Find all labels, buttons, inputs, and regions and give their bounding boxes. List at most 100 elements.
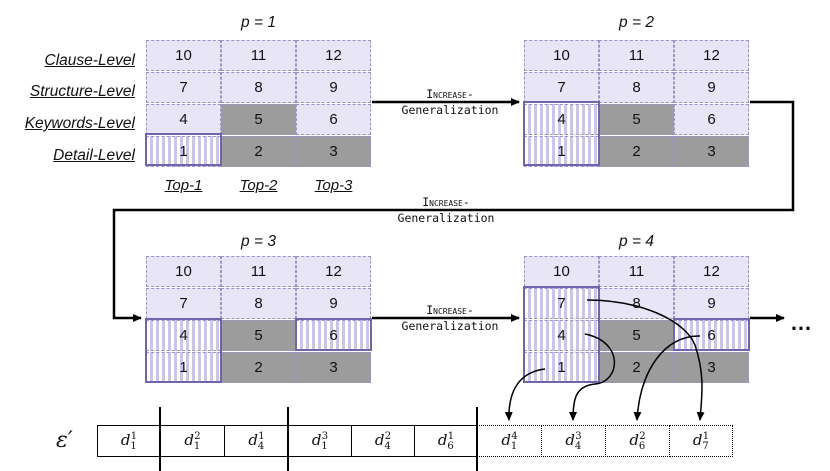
seq-symbol-sub: 4 xyxy=(257,440,265,452)
grid-cell-p4-clause-2: 11 xyxy=(599,256,674,287)
seq-symbol: d61 xyxy=(438,431,454,452)
seq-symbol-sup: 3 xyxy=(575,430,582,442)
grid-cell-p1-clause-2: 11 xyxy=(221,40,296,71)
seq-slot-8: d43 xyxy=(541,425,606,457)
panel-var: p xyxy=(619,233,628,250)
seq-symbol: d13 xyxy=(312,431,328,452)
seq-slot-3: d41 xyxy=(224,425,289,457)
grid-cell-p4-detail-3: 3 xyxy=(674,352,749,383)
row-label-clause: Clause-Level xyxy=(44,52,135,69)
panel-var: p xyxy=(241,233,250,250)
seq-symbol: d11 xyxy=(121,431,137,452)
seq-symbol-sup: 2 xyxy=(639,430,646,442)
grid-cell-p4-clause-3: 12 xyxy=(674,256,749,287)
seq-symbol-d: d xyxy=(692,430,703,449)
grid-cell-p2-structure-2: 8 xyxy=(599,72,674,103)
seq-symbol-sub: 1 xyxy=(321,440,328,452)
seq-symbol-sup: 2 xyxy=(384,430,392,442)
row-label-keywords: Keywords-Level xyxy=(24,115,135,132)
grid-cell-p3-keywords-2: 5 xyxy=(221,320,296,351)
increase-label-1: Increase- Generalization xyxy=(380,86,520,118)
grid-cell-p3-detail-2: 2 xyxy=(221,352,296,383)
grid-cell-p1-clause-1: 10 xyxy=(146,40,221,71)
seq-symbol-d: d xyxy=(501,430,511,449)
seq-symbol: d41 xyxy=(248,431,264,452)
grid-cell-p4-structure-1: 7 xyxy=(524,288,599,319)
seq-symbol-sup: 3 xyxy=(321,430,329,442)
seq-symbol-d: d xyxy=(629,430,639,449)
grid-cell-p4-keywords-2: 5 xyxy=(599,320,674,351)
seq-symbol-sub: 4 xyxy=(384,440,391,452)
grid-cell-p1-structure-3: 9 xyxy=(296,72,371,103)
arrow-cell1-to-slot7 xyxy=(504,368,546,421)
arrow-cell4-to-slot8 xyxy=(569,333,616,421)
grid-cell-p1-structure-2: 8 xyxy=(221,72,296,103)
grid-cell-p2-keywords-1: 4 xyxy=(524,104,599,135)
increase-line1: Increase- xyxy=(426,303,474,317)
grid-cell-p3-keywords-1: 4 xyxy=(146,320,221,351)
seq-symbol-sub: 1 xyxy=(193,440,201,452)
seq-symbol: d12 xyxy=(184,431,200,452)
panel-title-p2: p = 2 xyxy=(524,14,749,32)
row-label-structure: Structure-Level xyxy=(29,83,135,100)
grid-cell-p2-keywords-3: 6 xyxy=(674,104,749,135)
seq-slot-1: d11 xyxy=(97,425,161,457)
grid-cell-p1-structure-1: 7 xyxy=(146,72,221,103)
seq-symbol-sub: 4 xyxy=(574,440,582,452)
increase-label-2: Increase- Generalization xyxy=(376,194,516,226)
arrow-cell7-to-slot10 xyxy=(586,299,705,421)
grid-cell-p4-structure-3: 9 xyxy=(674,288,749,319)
seq-symbol-d: d xyxy=(311,430,322,449)
grid-cell-p2-clause-2: 11 xyxy=(599,40,674,71)
seq-slot-6: d61 xyxy=(414,425,478,457)
seq-symbol-sup: 1 xyxy=(258,430,265,442)
grid-cell-p2-structure-3: 9 xyxy=(674,72,749,103)
seq-symbol-sup: 4 xyxy=(511,430,518,442)
grid-cell-p4-keywords-1: 4 xyxy=(524,320,599,351)
seq-slot-4: d13 xyxy=(288,425,352,457)
panel-title-p3: p = 3 xyxy=(146,233,371,251)
seq-symbol: d43 xyxy=(565,431,581,452)
seq-symbol-sub: 6 xyxy=(638,440,646,452)
grid-cell-p2-keywords-2: 5 xyxy=(599,104,674,135)
col-label-top1: Top-1 xyxy=(164,177,203,194)
seq-slot-7: d14 xyxy=(477,425,542,457)
seq-slot-5: d42 xyxy=(351,425,415,457)
grid-cell-p4-structure-2: 8 xyxy=(599,288,674,319)
grid-cell-p3-keywords-3: 6 xyxy=(296,320,371,351)
increase-line2: Generalization xyxy=(401,103,499,117)
grid-cell-p3-clause-2: 11 xyxy=(221,256,296,287)
grid-cell-p2-clause-3: 12 xyxy=(674,40,749,71)
seq-symbol: d14 xyxy=(501,431,517,452)
grid-cell-p1-keywords-3: 6 xyxy=(296,104,371,135)
row-label-detail: Detail-Level xyxy=(53,147,135,164)
panel-title-p4: p = 4 xyxy=(524,233,749,251)
increase-label-3: Increase- Generalization xyxy=(380,302,520,334)
grid-cell-p2-detail-2: 2 xyxy=(599,136,674,167)
seq-symbol-sub: 1 xyxy=(130,440,137,452)
increase-line1: Increase- xyxy=(422,195,470,209)
grid-cell-p1-keywords-2: 5 xyxy=(221,104,296,135)
seq-symbol-sup: 1 xyxy=(130,430,138,442)
seq-symbol-sub: 7 xyxy=(702,440,709,452)
grid-cell-p1-detail-3: 3 xyxy=(296,136,371,167)
seq-symbol-d: d xyxy=(565,430,575,449)
grid-cell-p1-detail-1: 1 xyxy=(146,136,221,167)
seq-symbol-d: d xyxy=(248,430,258,449)
seq-symbol: d42 xyxy=(375,431,391,452)
seq-symbol-sub: 6 xyxy=(447,440,454,452)
panel-eq: = 1 xyxy=(249,14,276,31)
continuation-ellipsis: … xyxy=(790,310,813,335)
panel-eq: = 2 xyxy=(627,14,654,31)
seq-symbol: d62 xyxy=(629,431,645,452)
seq-symbol-sub: 1 xyxy=(510,440,518,452)
grid-cell-p3-clause-1: 10 xyxy=(146,256,221,287)
increase-line1: Increase- xyxy=(426,87,474,101)
col-label-top2: Top-2 xyxy=(239,177,278,194)
seq-symbol-d: d xyxy=(184,430,194,449)
seq-symbol-d: d xyxy=(437,430,448,449)
grid-cell-p3-detail-3: 3 xyxy=(296,352,371,383)
panel-var: p xyxy=(241,14,250,31)
